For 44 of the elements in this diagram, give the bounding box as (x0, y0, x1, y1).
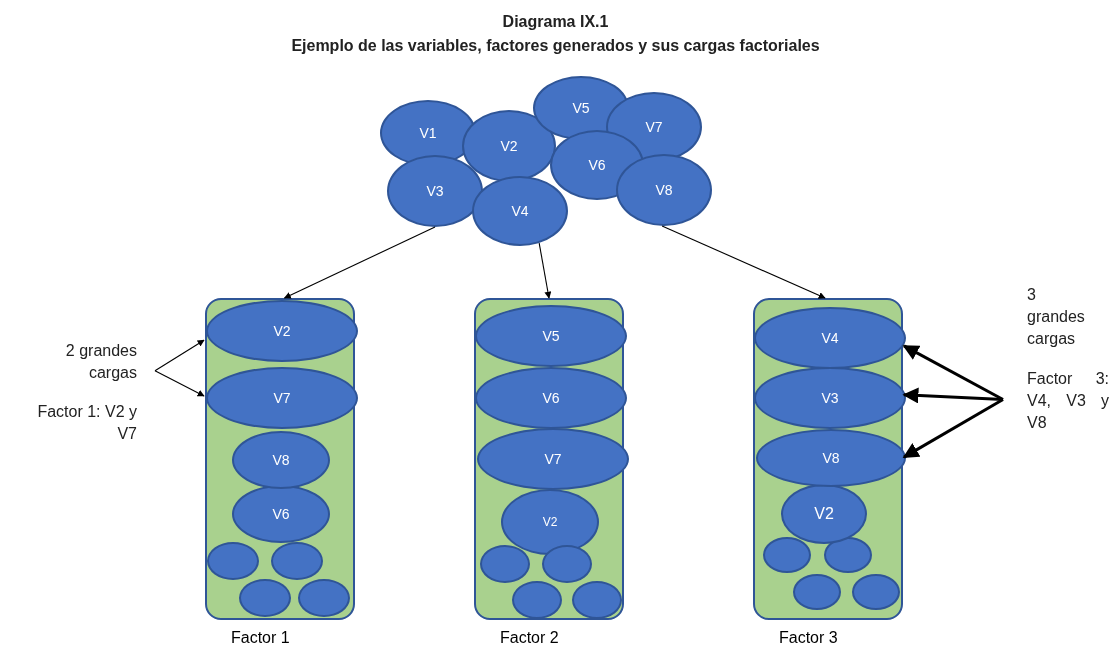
variable-circle (239, 579, 291, 617)
variable-ellipse: V2 (206, 300, 358, 362)
arrow (154, 339, 205, 372)
variable-ellipse: V4 (472, 176, 568, 246)
diagram-subtitle: Ejemplo de las variables, factores generados y sus cargas factoriales (291, 36, 820, 56)
factor-label: Factor 2 (500, 628, 559, 648)
variable-circle (542, 545, 592, 583)
annotation-text: 3 grandes cargas (1027, 285, 1086, 349)
arrow (538, 242, 552, 299)
variable-ellipse: V6 (232, 485, 330, 543)
arrow (661, 225, 826, 299)
annotation-text: Factor 3: V4, V3 y V8 (1003, 368, 1109, 438)
factor-label: Factor 3 (779, 628, 838, 648)
variable-ellipse: V8 (756, 429, 906, 487)
variable-circle (298, 579, 350, 617)
variable-ellipse: V3 (387, 155, 483, 227)
variable-circle (480, 545, 530, 583)
variable-circle (207, 542, 259, 580)
arrow (902, 387, 1004, 404)
variable-ellipse: V4 (754, 307, 906, 369)
variable-ellipse: V8 (232, 431, 330, 489)
diagram-title: Diagrama IX.1 (502, 12, 609, 32)
variable-ellipse: V7 (477, 428, 629, 490)
annotation-text: Factor 1: V2 y V7 (36, 402, 137, 444)
variable-circle (572, 581, 622, 619)
factor-label: Factor 1 (231, 628, 290, 648)
variable-ellipse: V6 (475, 367, 627, 429)
variable-circle (512, 581, 562, 619)
arrow (902, 344, 1004, 401)
variable-ellipse: V7 (206, 367, 358, 429)
variable-ellipse: V8 (616, 154, 712, 226)
variable-ellipse: V3 (754, 367, 906, 429)
variable-ellipse: V2 (781, 484, 867, 544)
annotation-text: 2 grandes cargas (20, 340, 155, 384)
arrow (902, 398, 1004, 459)
variable-ellipse: V5 (475, 305, 627, 367)
variable-circle (793, 574, 841, 610)
arrow (154, 370, 205, 397)
arrow (283, 226, 436, 299)
variable-ellipse: V2 (501, 489, 599, 555)
variable-circle (824, 537, 872, 573)
variable-circle (763, 537, 811, 573)
variable-circle (852, 574, 900, 610)
variable-circle (271, 542, 323, 580)
